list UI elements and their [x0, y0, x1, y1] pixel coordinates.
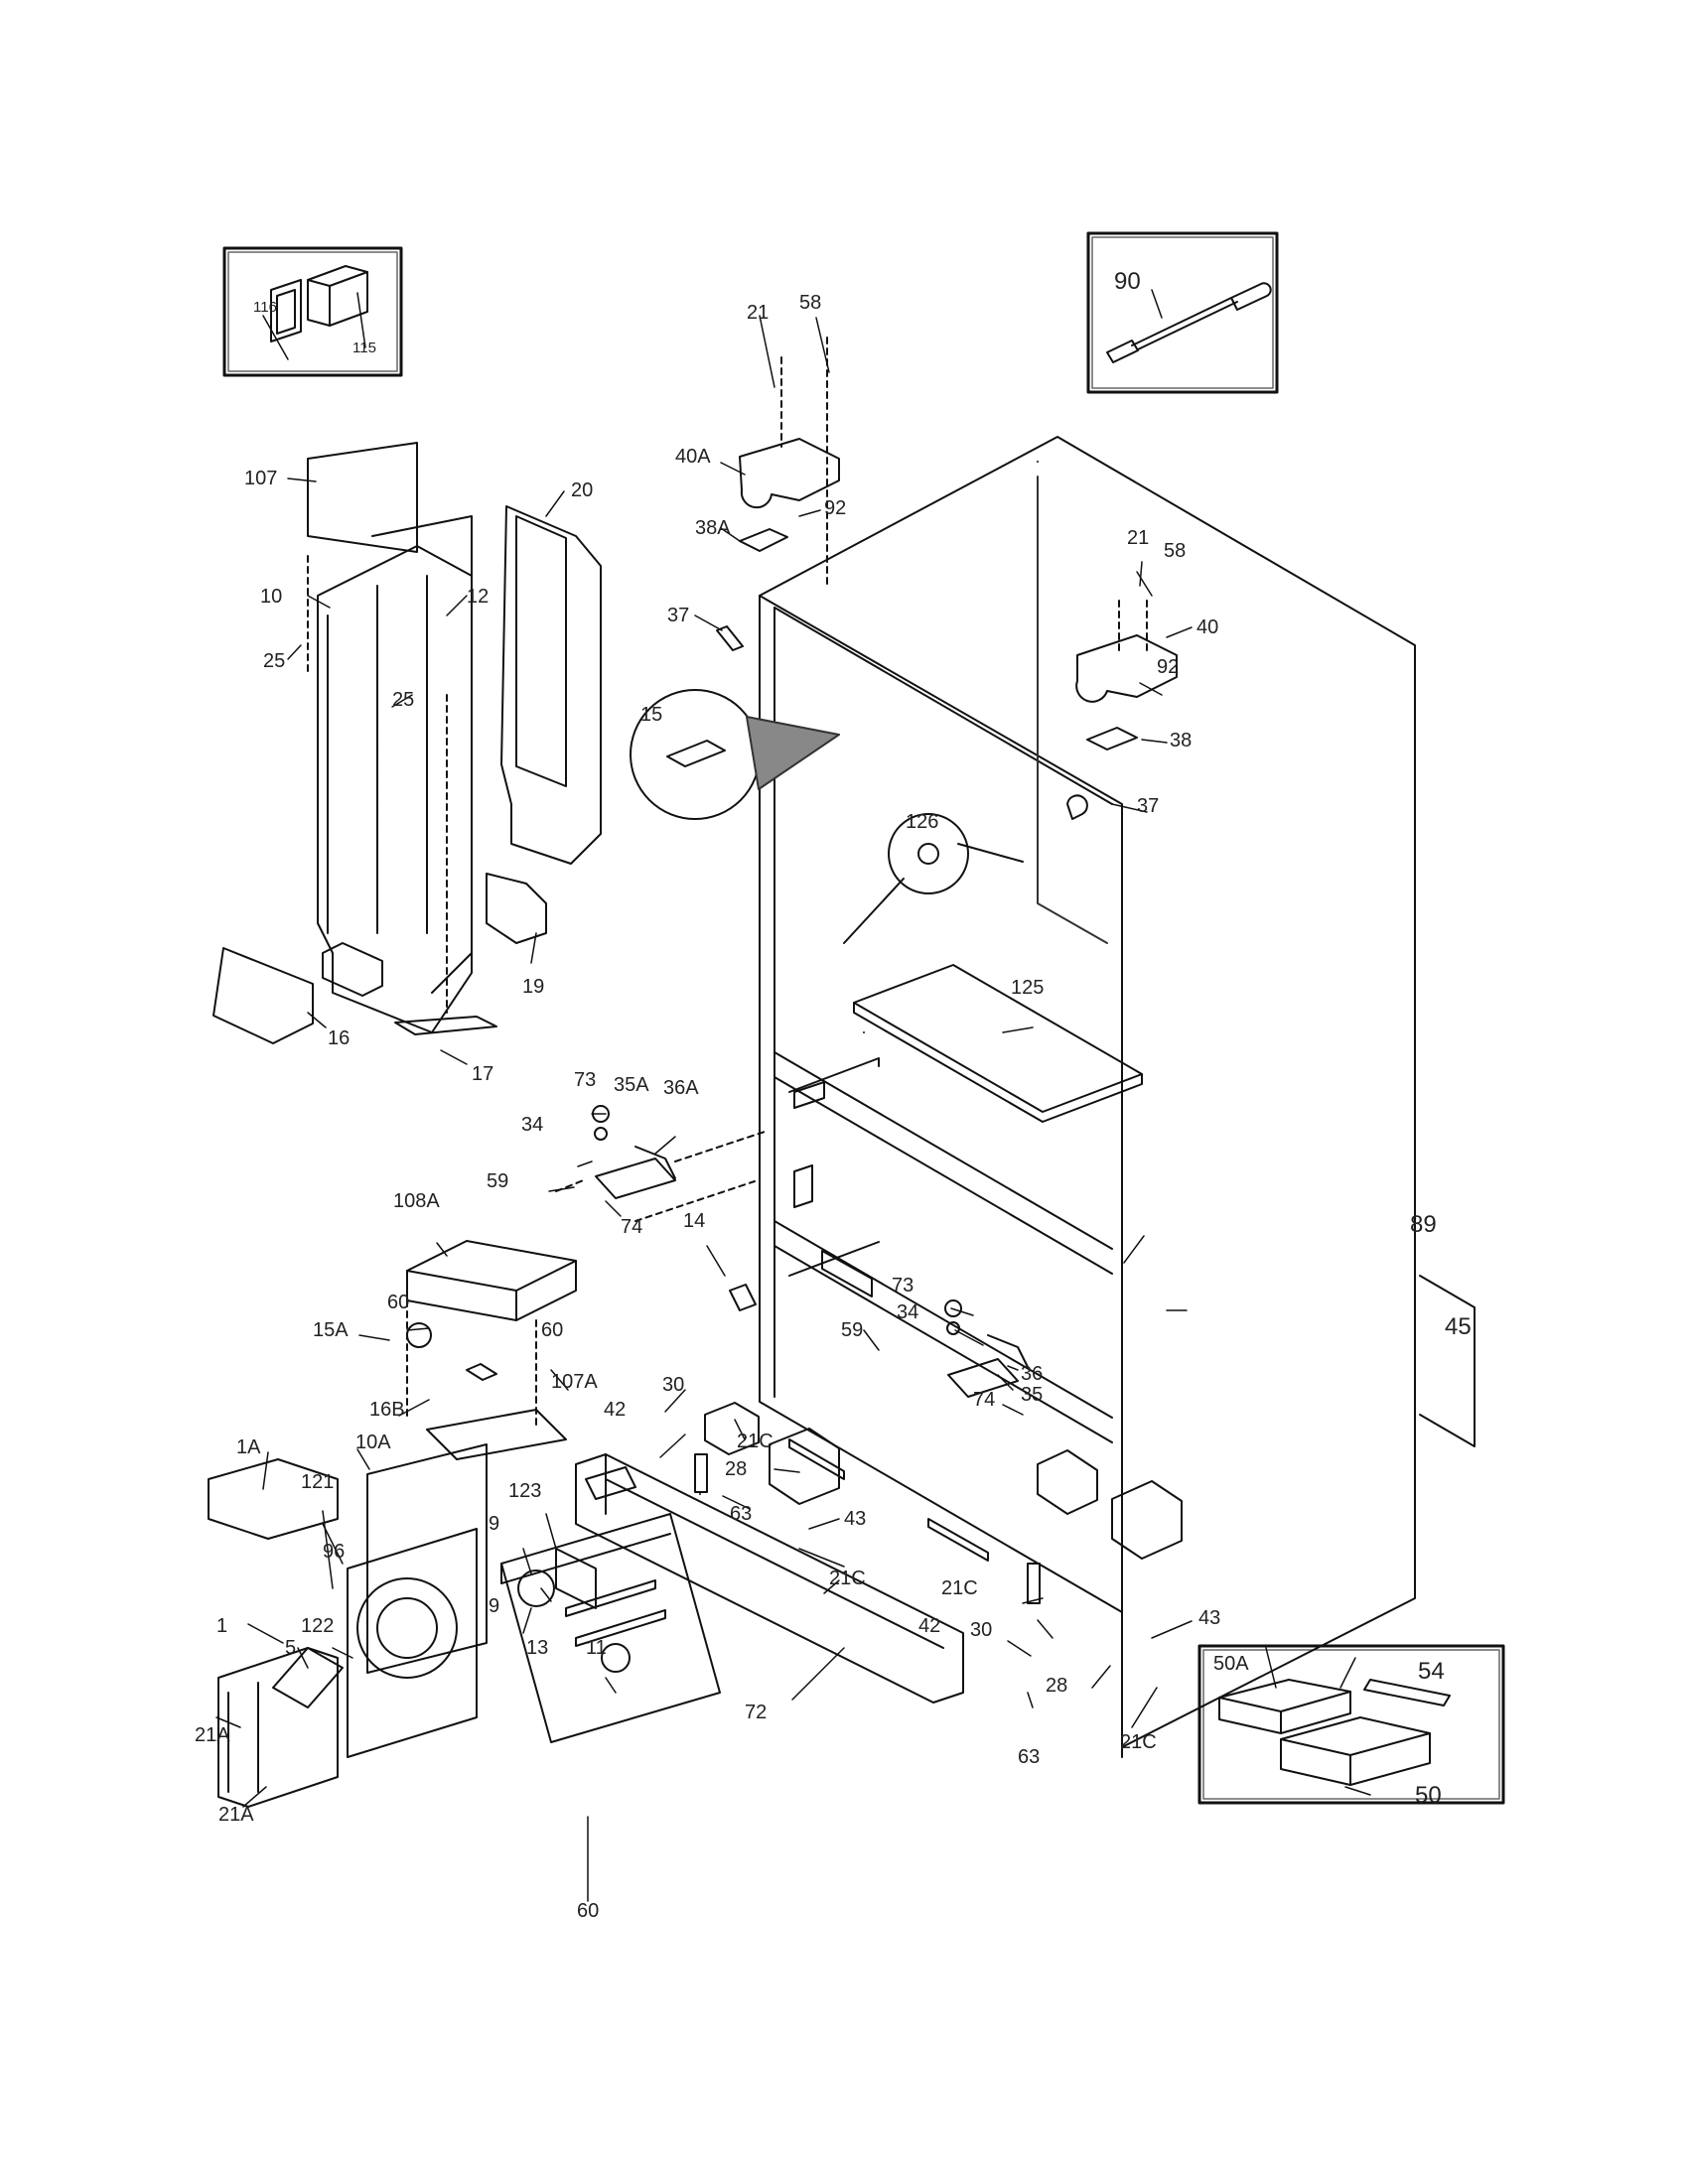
label-121: 121	[301, 1471, 335, 1493]
label-1A: 1A	[236, 1436, 261, 1458]
label-92-right: 92	[1157, 656, 1180, 678]
label-25-right: 25	[392, 689, 415, 711]
label-74-right: 74	[973, 1389, 996, 1411]
label-108A: 108A	[393, 1190, 440, 1212]
label-21A-b: 21A	[218, 1804, 254, 1826]
label-21C-c: 21C	[941, 1577, 978, 1599]
label-89: 89	[1410, 1211, 1437, 1238]
left-duct-assembly	[212, 442, 602, 1044]
label-21C-d: 21C	[1120, 1731, 1157, 1753]
label-40A: 40A	[675, 446, 711, 468]
label-36A: 36A	[663, 1077, 699, 1099]
label-13: 13	[526, 1637, 549, 1659]
label-90: 90	[1114, 268, 1141, 295]
label-115: 115	[352, 340, 376, 356]
label-21-top: 21	[747, 302, 770, 324]
kick-plate	[575, 1453, 964, 1704]
label-34-left: 34	[521, 1114, 544, 1136]
label-36: 36	[1021, 1363, 1044, 1385]
label-58-right: 58	[1164, 540, 1187, 562]
label-10A: 10A	[355, 1432, 391, 1453]
label-60-a: 60	[387, 1292, 410, 1313]
label-107: 107	[244, 468, 278, 489]
label-21A-a: 21A	[195, 1724, 230, 1746]
label-59-right: 59	[841, 1319, 864, 1341]
label-60-b: 60	[541, 1319, 564, 1341]
label-35: 35	[1021, 1384, 1044, 1406]
label-50A: 50A	[1213, 1653, 1249, 1675]
label-10: 10	[260, 586, 283, 608]
label-16: 16	[328, 1027, 351, 1049]
leader-lines	[215, 289, 1371, 1902]
label-12: 12	[467, 586, 490, 608]
inset-box-90	[1086, 231, 1279, 394]
label-21C-a: 21C	[737, 1431, 774, 1452]
inset-box-115-116	[222, 246, 403, 377]
label-15A: 15A	[313, 1319, 349, 1341]
label-37-left: 37	[667, 605, 690, 626]
label-63-right: 63	[1018, 1746, 1041, 1768]
label-20: 20	[571, 479, 594, 501]
label-42-left: 42	[604, 1399, 627, 1421]
label-125: 125	[1011, 977, 1045, 999]
label-45: 45	[1445, 1313, 1472, 1340]
label-16B: 16B	[369, 1399, 405, 1421]
inset-box-50	[1197, 1644, 1505, 1805]
label-35A: 35A	[614, 1074, 649, 1096]
label-58-top: 58	[799, 292, 822, 314]
label-40: 40	[1196, 616, 1219, 638]
lower-left-assembly	[208, 1240, 721, 1808]
label-28-left: 28	[725, 1458, 748, 1480]
label-11: 11	[586, 1637, 607, 1659]
label-21C-b: 21C	[829, 1568, 866, 1589]
label-9-bottom: 9	[489, 1595, 500, 1617]
label-73-right: 73	[892, 1275, 914, 1297]
label-116: 116	[253, 299, 277, 316]
label-72: 72	[745, 1702, 768, 1723]
label-5: 5	[285, 1637, 297, 1659]
label-59-left: 59	[487, 1170, 509, 1192]
label-42-right: 42	[918, 1615, 941, 1637]
label-38: 38	[1170, 730, 1193, 751]
label-15: 15	[640, 704, 663, 726]
label-63-left: 63	[730, 1503, 753, 1525]
label-19: 19	[522, 976, 545, 998]
label-107A: 107A	[551, 1371, 598, 1393]
label-30-right: 30	[970, 1619, 993, 1641]
label-50: 50	[1415, 1782, 1442, 1809]
label-38A: 38A	[695, 517, 731, 539]
label-96: 96	[323, 1541, 346, 1563]
label-25-left: 25	[263, 650, 286, 672]
label-92-top: 92	[824, 497, 847, 519]
label-54: 54	[1418, 1658, 1445, 1685]
label-21-right: 21	[1127, 527, 1150, 549]
label-9-top: 9	[489, 1513, 500, 1535]
label-74-left: 74	[621, 1216, 643, 1238]
label-30-left: 30	[662, 1374, 685, 1396]
label-43-left: 43	[844, 1508, 867, 1530]
label-28-right: 28	[1046, 1675, 1068, 1697]
lower-hinges-feet	[694, 1284, 1183, 1604]
label-1: 1	[216, 1615, 228, 1637]
label-73-left: 73	[574, 1069, 597, 1091]
label-126: 126	[906, 811, 939, 833]
label-122: 122	[301, 1615, 335, 1637]
label-17: 17	[472, 1063, 494, 1085]
refrigerator-cabinet	[630, 337, 1476, 1758]
label-37-right: 37	[1137, 795, 1160, 817]
label-34-right: 34	[897, 1301, 919, 1323]
label-14: 14	[683, 1210, 706, 1232]
label-43-right: 43	[1198, 1607, 1221, 1629]
label-123: 123	[508, 1480, 542, 1502]
label-60-bottom: 60	[577, 1900, 600, 1922]
